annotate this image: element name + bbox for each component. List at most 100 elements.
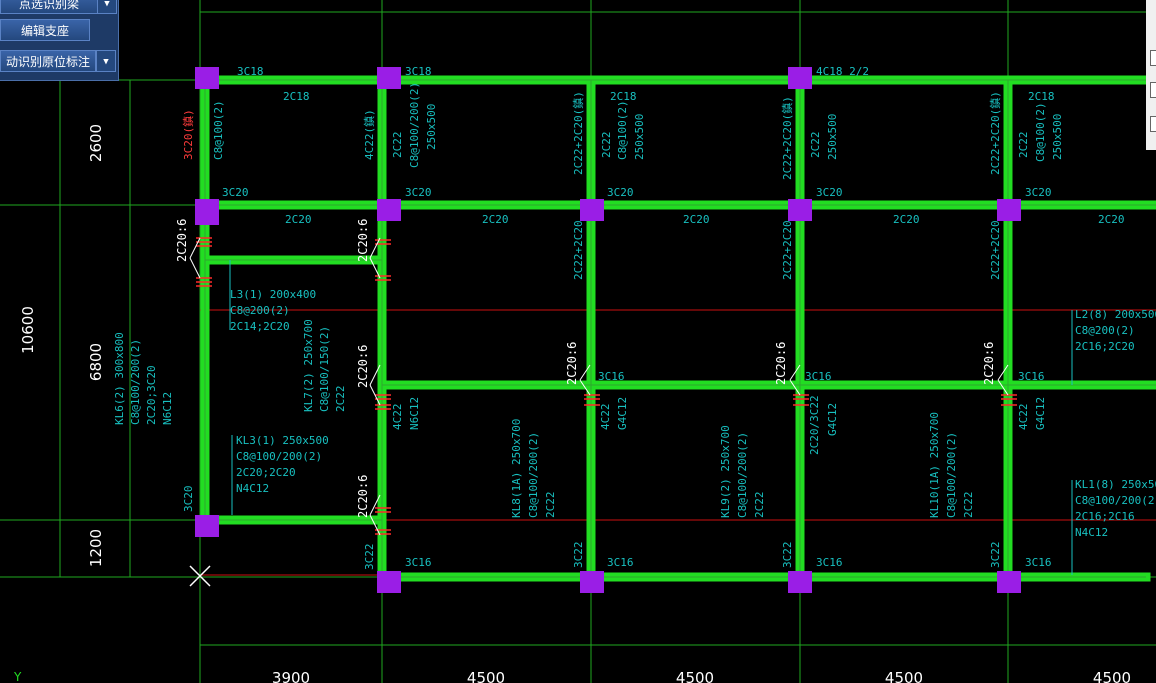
column (997, 199, 1021, 221)
cursor-cross-icon (189, 565, 211, 587)
edit-support-button[interactable]: 编辑支座 (0, 19, 90, 41)
annotation: N4C12 (1075, 526, 1108, 539)
annotation: C8@100/200(2) (236, 450, 322, 463)
dim-horizontal-5: 4500 (1093, 669, 1131, 683)
annotation: 2C16;2C16 (1075, 510, 1135, 523)
dim-horizontal-4: 4500 (885, 669, 923, 683)
checkbox[interactable] (1150, 50, 1156, 66)
column (195, 199, 219, 225)
beams (200, 75, 1156, 585)
annotation: 2C20 (683, 213, 710, 226)
annotation: 3C20 (405, 186, 432, 199)
column (195, 515, 219, 537)
annotation: 2C22 (600, 132, 613, 159)
annotation: 3C16 (598, 370, 625, 383)
annotation: 3C20 (1025, 186, 1052, 199)
dim-horizontal-1: 3900 (272, 669, 310, 683)
annotation: KL1(8) 250x500 (1075, 478, 1156, 491)
annotation: G4C12 (826, 403, 839, 436)
annotation: 2C22 (391, 132, 404, 159)
column (788, 571, 812, 593)
column (788, 199, 812, 221)
column (580, 571, 604, 593)
annotation: 3C22 (363, 544, 376, 571)
dim-vertical-1: 2600 (87, 124, 105, 162)
annotation: 2C22 (753, 492, 766, 519)
rebar-marks (196, 237, 1017, 535)
tag-label: 2C20:6 (982, 342, 996, 385)
annotation: 250x500 (1051, 114, 1064, 160)
annotation: 2C22+2C20 (781, 220, 794, 280)
annotation: 4C18 2/2 (816, 65, 869, 78)
right-toolbar (1146, 0, 1156, 150)
annotation: 2C22+2C20(鎮) (988, 91, 1002, 175)
annotation: 2C22 (334, 386, 347, 413)
annotation-leaders (229, 260, 1073, 575)
annotation: 3C16 (1025, 556, 1052, 569)
annotation: 3C20 (816, 186, 843, 199)
annotation: 2C20 (482, 213, 509, 226)
dim-vertical-2: 6800 (87, 343, 105, 381)
annotation: 3C16 (816, 556, 843, 569)
annotation: 2C22 (962, 492, 975, 519)
column (195, 67, 219, 89)
checkbox[interactable] (1150, 82, 1156, 98)
annotation: 3C20 (607, 186, 634, 199)
tag-label: 2C20:6 (565, 342, 579, 385)
tool-panel: 点选识别梁 ▼ 编辑支座 动识别原位标注 ▼ (0, 0, 119, 81)
annotation: N4C12 (236, 482, 269, 495)
annotation: 4C22 (599, 404, 612, 431)
annotation: 2C20;2C20 (236, 466, 296, 479)
annotation: N6C12 (161, 392, 174, 425)
tag-label: 2C20:6 (175, 219, 189, 262)
annotation: C8@100/200(2) (527, 432, 540, 518)
dim-horizontal-2: 4500 (467, 669, 505, 683)
tag-label: 2C20:6 (774, 342, 788, 385)
chevron-down-icon[interactable]: ▼ (96, 50, 116, 72)
annotation: 2C20/3C22 (808, 395, 821, 455)
annotation: 250x500 (633, 114, 646, 160)
point-identify-beam-button[interactable]: 点选识别梁 (0, 0, 98, 14)
annotation: 4C22 (391, 404, 404, 431)
annotation: C8@100(2) (1034, 102, 1047, 162)
dim-vertical-total: 10600 (19, 306, 37, 354)
annotation: 3C22 (989, 542, 1002, 569)
annotation: 2C18 (283, 90, 310, 103)
annotation: 2C18 (1028, 90, 1055, 103)
annotation: C8@100/200(2) (736, 432, 749, 518)
annotation: 2C20 (285, 213, 312, 226)
annotation: KL7(2) 250x700 (302, 319, 315, 412)
annotation: C8@100/200(2) (945, 432, 958, 518)
dim-vertical-3: 1200 (87, 529, 105, 567)
annotation: C8@100/200(2) (1075, 494, 1156, 507)
annotation: 2C22 (1017, 132, 1030, 159)
annotation: 2C22+2C20(鎮) (571, 91, 585, 175)
annotation: 3C16 (805, 370, 832, 383)
annotation: 2C14;2C20 (230, 320, 290, 333)
annotation: 2C20 (893, 213, 920, 226)
annotation: 3C16 (1018, 370, 1045, 383)
checkbox[interactable] (1150, 116, 1156, 132)
chevron-down-icon[interactable]: ▼ (97, 0, 117, 14)
auto-identify-annotation-button[interactable]: 动识别原位标注 (0, 50, 96, 72)
annotation: 3C16 (607, 556, 634, 569)
annotation: 3C22 (572, 542, 585, 569)
axis-label-y: Y (13, 670, 22, 683)
annotation: C8@100(2) (616, 100, 629, 160)
annotation: 2C22+2C20(鎮) (780, 96, 794, 180)
annotation: G4C12 (1034, 397, 1047, 430)
annotation: C8@200(2) (1075, 324, 1135, 337)
annotation: C8@100/200(2) (408, 82, 421, 168)
annotation: 2C16;2C20 (1075, 340, 1135, 353)
annotation: 4C22 (1017, 404, 1030, 431)
annotation: KL3(1) 250x500 (236, 434, 329, 447)
annotation: KL9(2) 250x700 (719, 425, 732, 518)
annotation-red: 3C20(鎮) (181, 109, 195, 160)
annotation: 2C22+2C20 (989, 220, 1002, 280)
annotation: KL8(1A) 250x700 (510, 419, 523, 518)
annotation: 3C16 (405, 556, 432, 569)
axis-lines (200, 309, 1156, 576)
annotation: 3C18 (237, 65, 264, 78)
columns (195, 67, 1021, 593)
